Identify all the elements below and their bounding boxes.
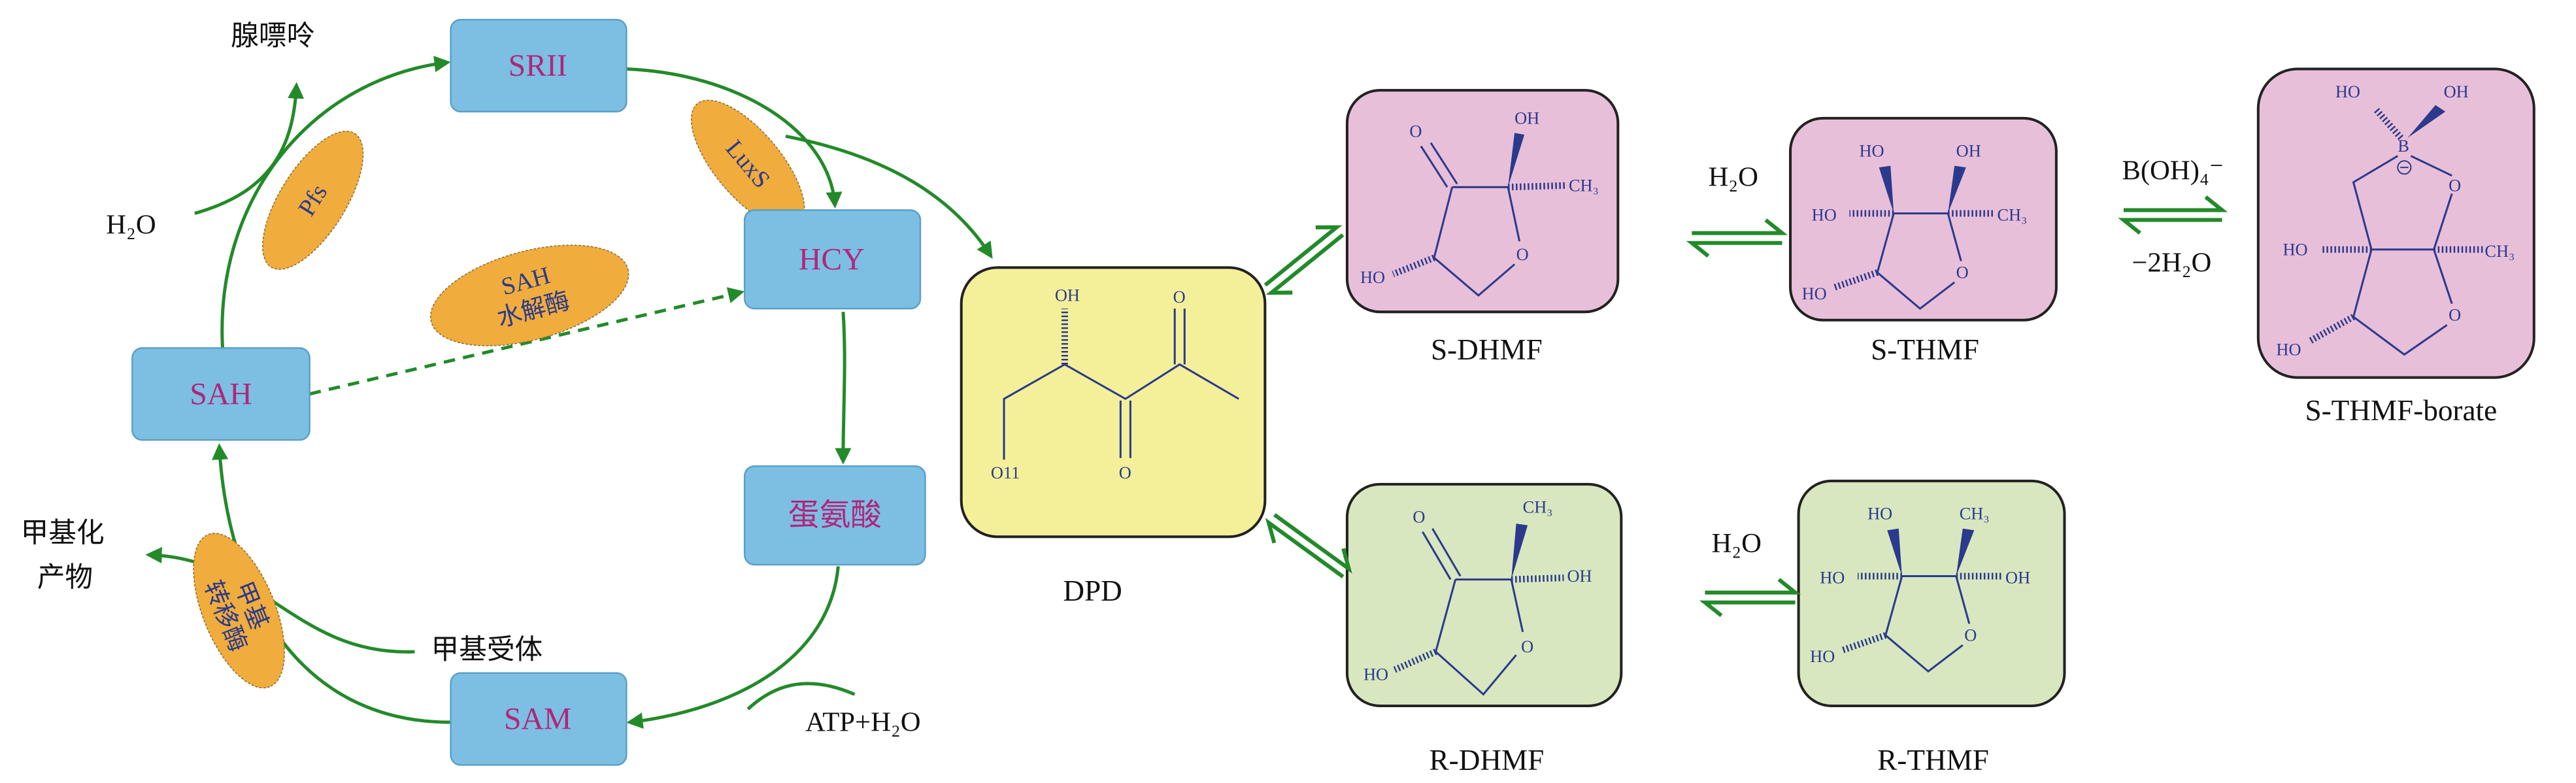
arrow-sah-to-hcy-dashed xyxy=(309,287,745,396)
label-h2o: H₂O xyxy=(106,210,156,241)
molecule-name-r-thmf: R-THMF xyxy=(1877,744,1989,776)
equilibrium-arrow-s-dhmf-s-thmf xyxy=(1686,218,1788,258)
atom-boron: B xyxy=(2398,137,2409,156)
arrow-atp-h2o-input xyxy=(746,682,856,710)
atom-o: O xyxy=(1173,288,1186,307)
atom-oh: OH xyxy=(1956,142,1981,161)
arrow-srii-to-hcy xyxy=(626,67,843,208)
molecule-r-dhmf: O CH₃ OH O HO xyxy=(1345,482,1623,707)
label-methyl-acceptor: 甲基受体 xyxy=(431,635,543,665)
enzyme-sah-hydrolase: SAH 水解酶 xyxy=(429,244,629,346)
atom-ho: HO xyxy=(1802,284,1827,303)
atom-o-ring: O xyxy=(1964,625,1977,644)
atom-o: O xyxy=(2449,176,2461,195)
atom-oh: OH xyxy=(1567,567,1592,586)
atom-o: O xyxy=(1119,463,1131,482)
atom-ho: HO xyxy=(1867,505,1892,524)
arrow-hcy-to-methionine xyxy=(835,312,852,465)
atom-ho: HO xyxy=(1810,647,1835,666)
atom-o: O xyxy=(1413,508,1425,527)
label-methylated-product-1: 甲基化 xyxy=(21,518,105,549)
molecule-name-s-thmf-borate: S-THMF-borate xyxy=(2305,394,2497,427)
molecule-name-dpd: DPD xyxy=(1063,575,1122,607)
negative-charge-icon xyxy=(2397,160,2412,175)
atom-oh: OH xyxy=(2005,569,2030,588)
molecule-s-thmf-borate: HO OH B O HO CH₃ O HO xyxy=(2256,67,2535,379)
label-atp-h2o: ATP+H₂O xyxy=(805,707,921,738)
cycle-arrows xyxy=(145,56,993,729)
label-adenine: 腺嘌呤 xyxy=(231,21,314,52)
arrow-sah-to-srii xyxy=(220,56,451,348)
atom-ch3: CH₃ xyxy=(1997,206,2027,225)
reagent-h2o-r: H₂O xyxy=(1711,528,1762,559)
atom-o-ring: O xyxy=(1956,263,1969,282)
molecule-s-dhmf: O OH CH₃ O HO xyxy=(1345,89,1620,314)
atom-ho: HO xyxy=(1820,569,1845,588)
arrow-h2o-to-adenine xyxy=(194,82,305,215)
equilibrium-arrow-dpd-r-dhmf xyxy=(1265,513,1352,578)
molecule-s-thmf: HO OH HO CH₃ O HO xyxy=(1789,116,2058,322)
atom-ho: HO xyxy=(1363,665,1388,684)
atom-ho: HO xyxy=(2283,240,2307,259)
molecule-name-s-dhmf: S-DHMF xyxy=(1431,333,1543,366)
node-label: 蛋氨酸 xyxy=(788,498,882,533)
node-hcy: HCY xyxy=(743,209,922,310)
atom-o-ring: O xyxy=(1521,637,1533,656)
node-sah: SAH xyxy=(131,347,310,441)
molecule-r-thmf: HO CH₃ HO OH O HO xyxy=(1797,479,2066,707)
atom-ch3: CH₃ xyxy=(2484,242,2515,261)
equilibrium-arrow-r-dhmf-r-thmf xyxy=(1699,578,1801,618)
arrow-srii-to-dpd xyxy=(785,134,993,259)
node-methionine: 蛋氨酸 xyxy=(743,465,926,566)
atom-ho: HO xyxy=(1860,142,1884,161)
node-label: SAM xyxy=(504,702,571,737)
molecule-name-s-thmf: S-THMF xyxy=(1871,333,1979,366)
atom-oh: OH xyxy=(1514,108,1539,127)
atom-ho: HO xyxy=(1360,268,1385,287)
enzyme-pfs: Pfs xyxy=(262,131,364,270)
atom-o11: O11 xyxy=(991,463,1020,482)
atom-o-ring: O xyxy=(2449,306,2461,325)
atom-ho: HO xyxy=(1812,206,1837,225)
atom-o-ring: O xyxy=(1516,245,1529,264)
atom-ho: HO xyxy=(2276,340,2301,359)
node-srii: SRII xyxy=(450,18,627,113)
atom-ho: HO xyxy=(2335,82,2360,101)
atom-o: O xyxy=(1409,122,1422,141)
molecule-name-r-dhmf: R-DHMF xyxy=(1430,744,1545,776)
reagent-minus-2h2o: −2H₂O xyxy=(2132,247,2211,278)
enzyme-methyltransferase: 甲基 转移酶 xyxy=(193,533,285,689)
equilibrium-arrow-s-thmf-borate xyxy=(2118,195,2228,235)
node-sam: SAM xyxy=(450,672,627,766)
atom-ch3: CH₃ xyxy=(1960,505,1990,524)
node-label: SAH xyxy=(190,376,252,411)
atom-oh: OH xyxy=(1055,286,1080,305)
atom-ch3: CH₃ xyxy=(1523,498,1553,517)
reagent-borate: B(OH)₄⁻ xyxy=(2122,156,2224,186)
node-label: HCY xyxy=(799,242,865,276)
molecule-dpd: OH O O O11 xyxy=(960,266,1267,539)
label-methylated-product-2: 产物 xyxy=(37,563,93,593)
atom-oh: OH xyxy=(2444,82,2469,101)
arrow-methionine-to-sam xyxy=(626,566,840,729)
arrow-acceptor-to-methylated xyxy=(145,546,415,654)
equilibrium-arrow-dpd-s-dhmf xyxy=(1263,225,1345,295)
enzyme-luxs: LuxS xyxy=(690,99,805,229)
atom-ch3: CH₃ xyxy=(1569,176,1599,195)
reagent-h2o-s: H₂O xyxy=(1708,162,1758,193)
node-label: SRII xyxy=(509,48,567,83)
